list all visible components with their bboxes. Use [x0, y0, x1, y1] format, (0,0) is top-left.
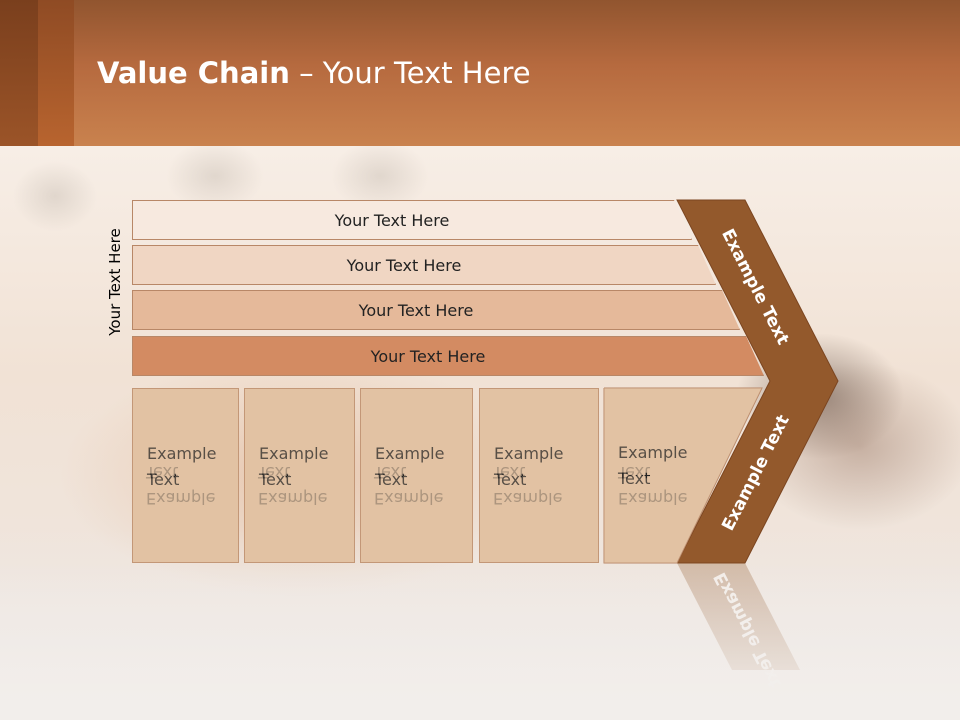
support-activity-1[interactable]: Your Text Here	[132, 200, 692, 240]
primary-activity-2[interactable]: Example Text	[244, 388, 355, 563]
primary-activity-1[interactable]: Example Text	[132, 388, 239, 563]
header-stripe	[38, 0, 74, 146]
primary-activity-4-line2: Text	[494, 470, 527, 489]
header-stripe-dark	[0, 0, 38, 146]
support-activity-3-label: Your Text Here	[358, 300, 474, 320]
primary-activity-4-line1: Example	[494, 444, 564, 463]
support-activity-4-label: Your Text Here	[370, 346, 486, 366]
support-activity-4[interactable]: Your Text Here	[132, 336, 764, 376]
primary-activity-3-line2: Text	[375, 470, 408, 489]
primary-activity-3[interactable]: Example Text	[360, 388, 473, 563]
support-activity-3[interactable]: Your Text Here	[132, 290, 740, 330]
support-activity-2[interactable]: Your Text Here	[132, 245, 716, 285]
primary-activity-5-line1: Example	[618, 443, 688, 462]
primary-activity-3-line1: Example	[375, 444, 445, 463]
primary-activity-4[interactable]: Example Text	[479, 388, 599, 563]
support-activity-2-label: Your Text Here	[346, 255, 462, 275]
slide-header: Value Chain – Your Text Here	[0, 0, 960, 146]
primary-activity-2-line2: Text	[259, 470, 292, 489]
slide-title[interactable]: Value Chain – Your Text Here	[97, 53, 531, 97]
primary-activity-2-line1: Example	[259, 444, 329, 463]
primary-activity-1-line2: Text	[147, 470, 180, 489]
title-bold: Value Chain	[97, 56, 290, 90]
support-activity-1-label: Your Text Here	[334, 210, 450, 230]
primary-activity-5-line2: Text	[618, 469, 651, 488]
title-rest: – Your Text Here	[289, 56, 531, 90]
reflection-fade	[0, 563, 960, 720]
primary-activity-1-line1: Example	[147, 444, 217, 463]
